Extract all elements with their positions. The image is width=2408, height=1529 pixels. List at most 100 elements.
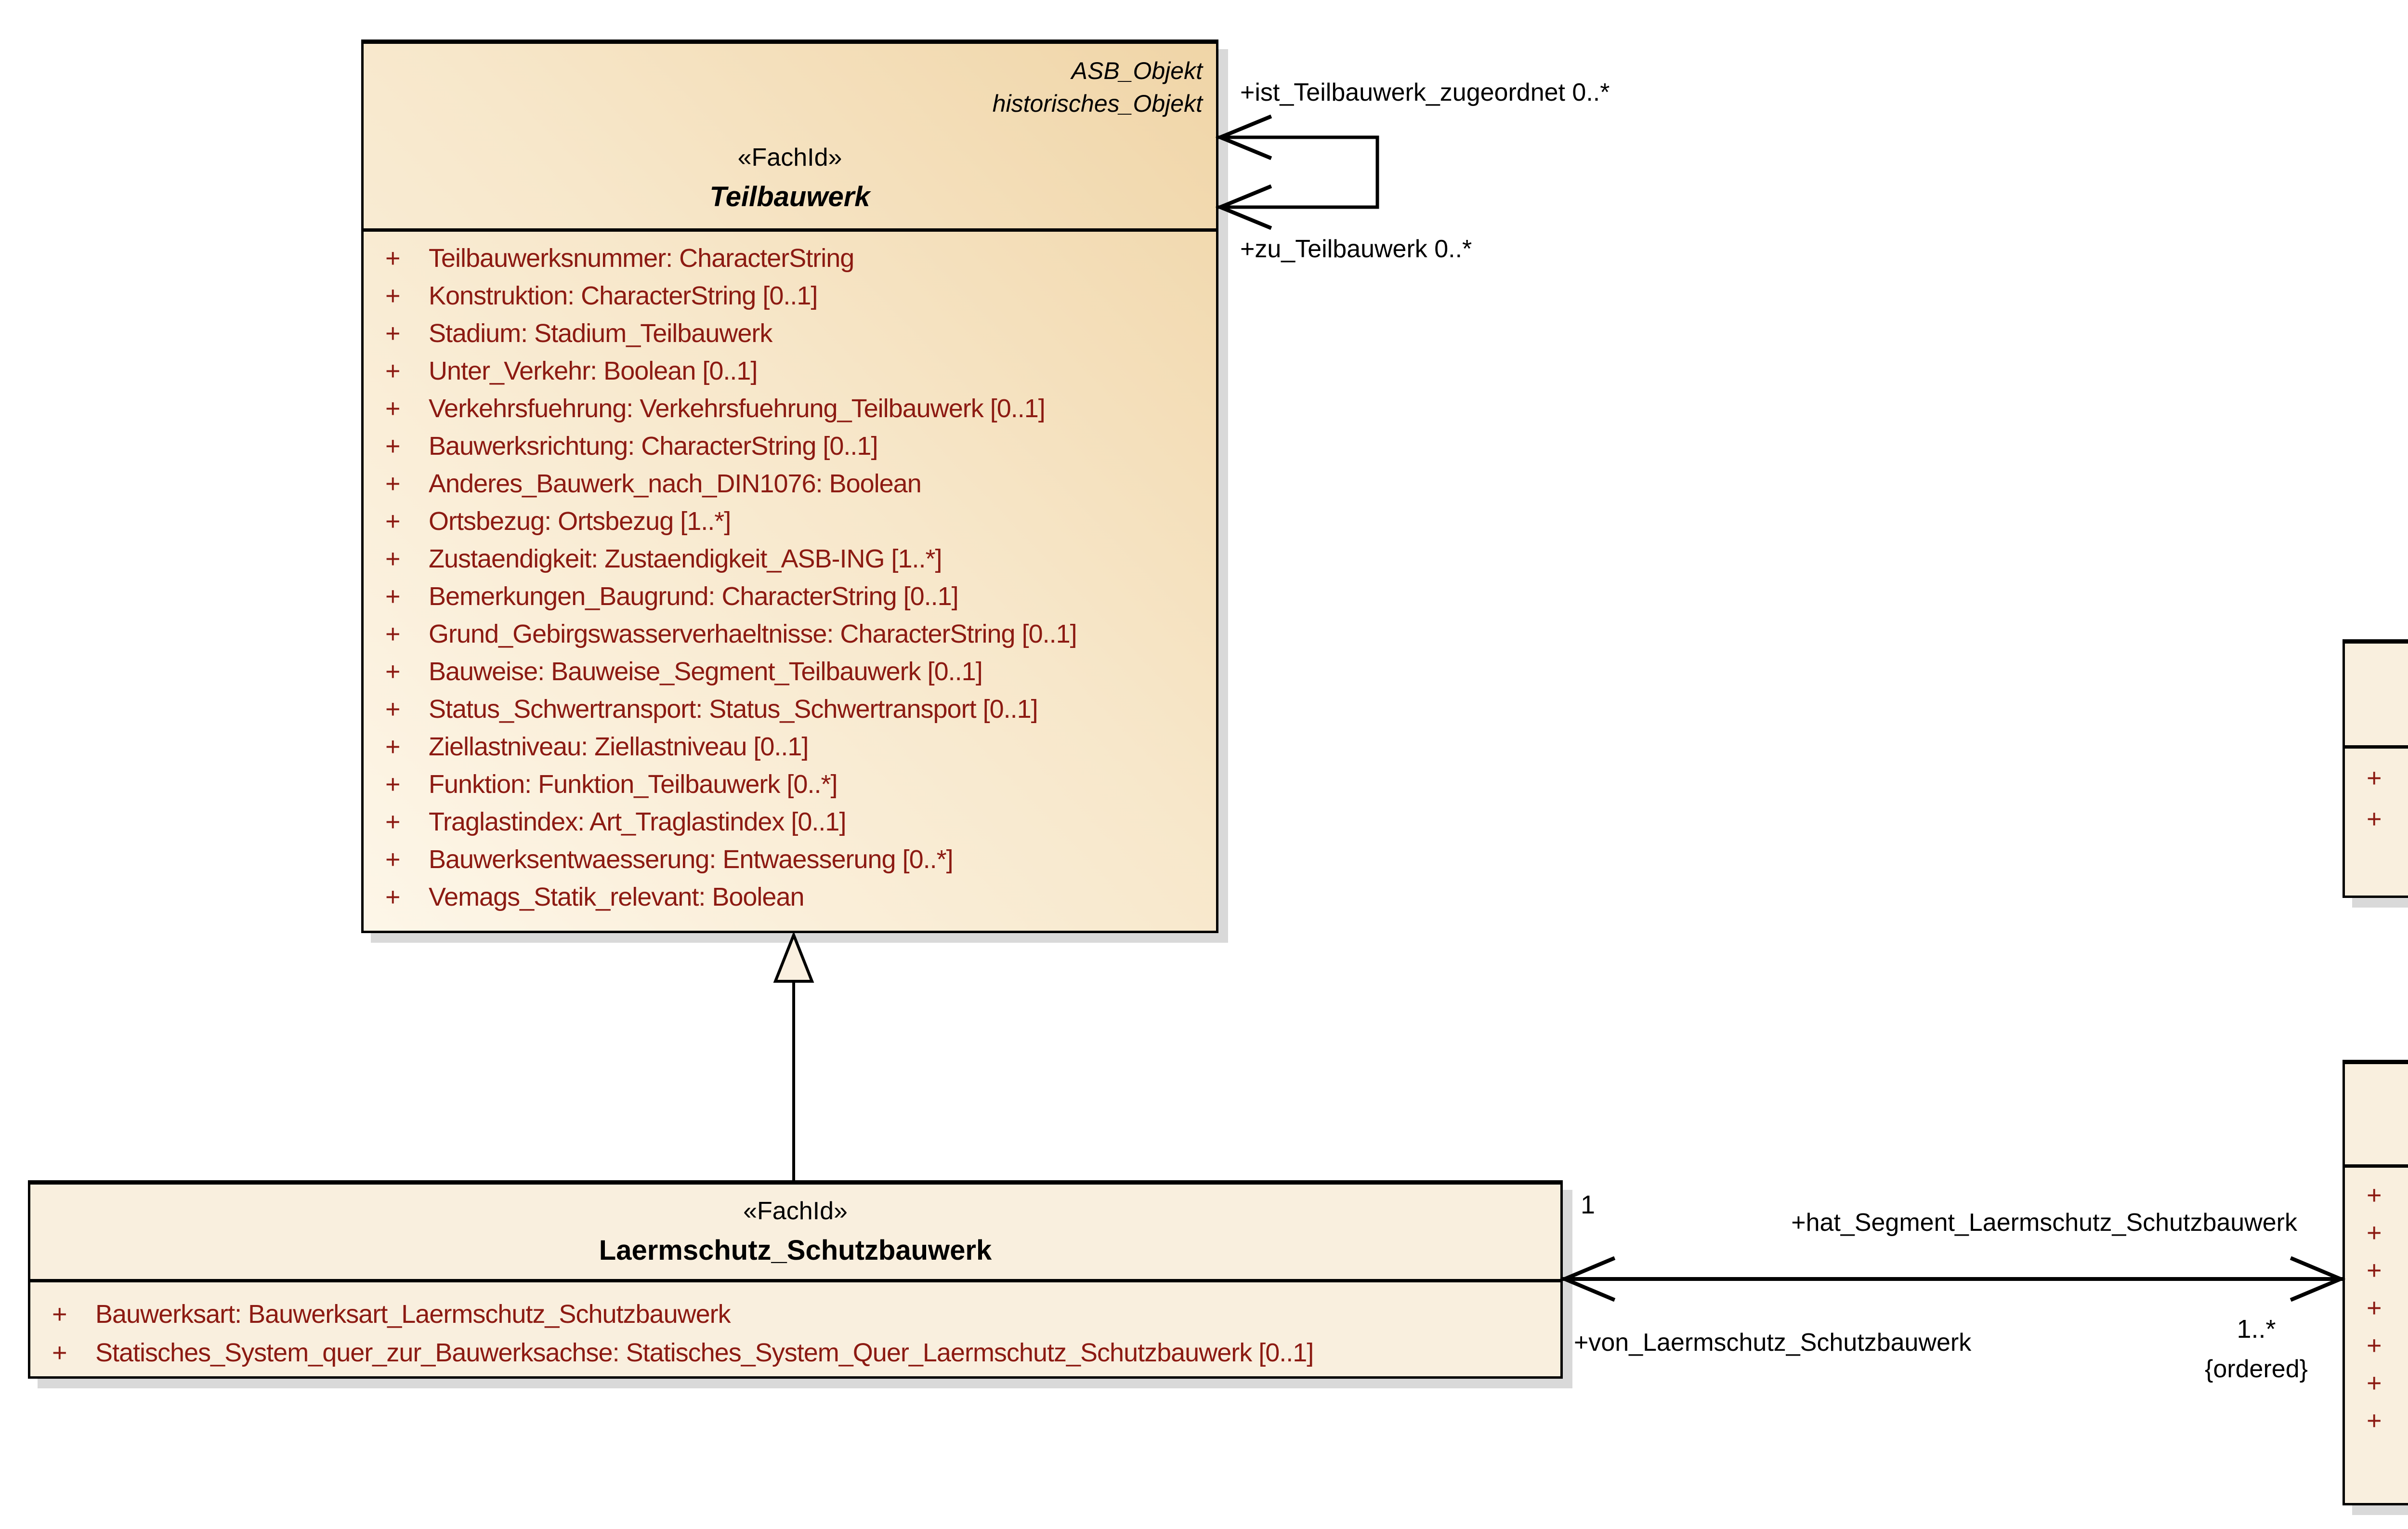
multiplicity-target: 1..* (2237, 1315, 2276, 1344)
attribute-row: + Unter_Verkehr: Boolean [0..1] (385, 352, 1206, 390)
attribute-row: + Bauwerksentwaesserung: Entwaesserung [0… (385, 841, 1206, 878)
attribute-text: Konstruktion: CharacterString [0..1] (429, 281, 818, 310)
class-header-segment-laermschutz: «FeatureType» Segment_Laermschutz_Schutz… (2345, 1064, 2408, 1168)
attribute-row: +Pflanzungen_Verkehrsseite: Pflanzungen_… (2367, 1364, 2408, 1402)
attribute-row: + Bauweise: Bauweise_Segment_Teilbauwerk … (385, 653, 1206, 690)
attribute-text: Verkehrsfuehrung: Verkehrsfuehrung_Teilb… (429, 394, 1046, 423)
attribute-compartment: +Hoehenverlauf: Polygon_ASB-ING [0..1]+B… (2345, 749, 2408, 839)
visibility-public-icon: + (2367, 1256, 2382, 1285)
attribute-row: + Konstruktion: CharacterString [0..1] (385, 277, 1206, 315)
attribute-text: Grund_Gebirgswasserverhaeltnisse: Charac… (429, 620, 1077, 648)
visibility-public-icon: + (2367, 1406, 2382, 1435)
tag-asb-objekt: ASB_Objekt (1071, 57, 1203, 84)
attribute-row: +Vogelschutz: Vogelschutz_Schutzbauwerk … (2367, 1289, 2408, 1327)
visibility-public-icon: + (385, 394, 401, 423)
attribute-row: + Verkehrsfuehrung: Verkehrsfuehrung_Teil… (385, 390, 1206, 427)
attribute-row: + Stadium: Stadium_Teilbauwerk (385, 315, 1206, 352)
open-arrowhead-icon (1215, 184, 1272, 230)
attribute-text: Unter_Verkehr: Boolean [0..1] (429, 356, 758, 385)
class-segment-laermschutz-schutzbauwerk[interactable]: «FeatureType» Segment_Laermschutz_Schutz… (2343, 1060, 2408, 1505)
class-header-laermschutz: «FachId» Laermschutz_Schutzbauwerk (30, 1185, 1560, 1282)
attribute-text: Bauweise: Bauweise_Segment_Teilbauwerk [… (429, 657, 983, 686)
visibility-public-icon: + (385, 356, 401, 385)
visibility-public-icon: + (385, 657, 401, 686)
attribute-row: +Hoehenverlauf: Polygon_ASB-ING [0..1] (2367, 757, 2408, 798)
role-label-ist-teilbauwerk-zugeordnet: +ist_Teilbauwerk_zugeordnet 0..* (1240, 79, 1610, 106)
attribute-row: +Fangvorrichtung: Fangvorrichtung_Schutz… (2367, 1252, 2408, 1289)
attribute-text: Teilbauwerksnummer: CharacterString (429, 244, 854, 273)
attribute-row: + Traglastindex: Art_Traglastindex [0..1] (385, 803, 1206, 841)
self-association-teilbauwerk[interactable] (1215, 114, 1379, 230)
attribute-row: +Vemags_Statik_relevant: Boolean (385, 878, 1206, 916)
visibility-public-icon: + (52, 1300, 67, 1329)
generalization-triangle-icon (773, 931, 814, 983)
tagged-values: ASB_Objekt historisches_Objekt (993, 54, 1203, 120)
visibility-public-icon: + (385, 620, 401, 648)
class-teilbauwerk[interactable]: ASB_Objekt historisches_Objekt «FachId» … (361, 40, 1218, 933)
visibility-public-icon: + (385, 582, 401, 611)
attribute-row: + Bauwerksart: Bauwerksart_Laermschutz_Sc… (52, 1295, 1551, 1333)
attribute-row: + Bemerkungen_Baugrund: CharacterString [… (385, 578, 1206, 615)
class-header-stuetzkonstruktion: «FeatureType» Segment_Laermschutz_Schutz… (2345, 644, 2408, 749)
attribute-text: Funktion: Funktion_Teilbauwerk [0..*] (429, 770, 838, 799)
role-label-zu-teilbauwerk: +zu_Teilbauwerk 0..* (1240, 235, 1472, 263)
stereotype-label: «FachId» (743, 1197, 848, 1225)
attribute-text: Bemerkungen_Baugrund: CharacterString [0… (429, 582, 959, 611)
class-laermschutz-schutzbauwerk[interactable]: «FachId» Laermschutz_Schutzbauwerk + Bauw… (28, 1180, 1563, 1379)
attribute-row: +Untergrund: Untergrund_Schutzbauwerk [0… (2367, 1214, 2408, 1252)
visibility-public-icon: + (385, 432, 401, 461)
attribute-text: Zustaendigkeit: Zustaendigkeit_ASB-ING [… (429, 544, 942, 573)
visibility-public-icon: + (385, 770, 401, 799)
attribute-text: Traglastindex: Art_Traglastindex [0..1] (429, 807, 846, 836)
class-header-teilbauwerk: ASB_Objekt historisches_Objekt «FachId» … (364, 44, 1216, 232)
visibility-public-icon: + (2367, 804, 2382, 833)
visibility-public-icon: + (2367, 1369, 2382, 1397)
association-hat-segment-laermschutz[interactable] (1559, 1256, 2346, 1302)
visibility-public-icon: + (385, 695, 401, 724)
attribute-row: + Zustaendigkeit: Zustaendigkeit_ASB-ING … (385, 540, 1206, 578)
open-arrowhead-icon (1215, 114, 1272, 160)
self-association-line (1217, 135, 1379, 209)
class-segment-laermschutz-stuetzkonstruktion[interactable]: «FeatureType» Segment_Laermschutz_Schutz… (2343, 639, 2408, 898)
attribute-row: + Teilbauwerksnummer: CharacterString (385, 239, 1206, 277)
attribute-row: +Status_Schwertransport: Status_Schwertr… (385, 690, 1206, 728)
attribute-text: Ziellastniveau: Ziellastniveau [0..1] (429, 732, 809, 761)
attribute-compartment: +Standort_des_Pfostens: Standort_des_Pfo… (2345, 1168, 2408, 1439)
attribute-row: + Grund_Gebirgswasserverhaeltnisse: Chara… (385, 615, 1206, 653)
tag-historisches-objekt: historisches_Objekt (992, 90, 1203, 117)
visibility-public-icon: + (2367, 1331, 2382, 1360)
class-name: Laermschutz_Schutzbauwerk (599, 1235, 992, 1266)
visibility-public-icon: + (385, 281, 401, 310)
visibility-public-icon: + (385, 732, 401, 761)
attribute-text: Statisches_System_quer_zur_Bauwerksachse… (95, 1338, 1314, 1367)
role-label-von-laermschutz: +von_Laermschutz_Schutzbauwerk (1574, 1329, 1972, 1357)
generalization-laermschutz-to-teilbauwerk[interactable] (773, 931, 814, 1182)
attribute-text: Bauwerksrichtung: CharacterString [0..1] (429, 432, 878, 461)
attribute-row: + Ziellastniveau: Ziellastniveau [0..1] (385, 728, 1206, 765)
constraint-ordered: {ordered} (2205, 1355, 2308, 1383)
attribute-row: +Pflanzungen_Anliegerseite: Pflanzungen_… (2367, 1402, 2408, 1439)
attribute-text: Vemags_Statik_relevant: Boolean (429, 883, 805, 911)
attribute-text: Bauwerksentwaesserung: Entwaesserung [0.… (429, 845, 954, 874)
visibility-public-icon: + (52, 1338, 67, 1367)
attribute-row: +Akustische_Eigenschaften_Vorsatzschale:… (2367, 1327, 2408, 1364)
visibility-public-icon: + (385, 845, 401, 874)
class-name: Teilbauwerk (709, 181, 870, 212)
attribute-text: Stadium: Stadium_Teilbauwerk (429, 319, 772, 348)
attribute-compartment: + Teilbauwerksnummer: CharacterString + Kon… (364, 232, 1216, 916)
attribute-row: + Bauwerksrichtung: CharacterString [0..1… (385, 427, 1206, 465)
visibility-public-icon: + (385, 507, 401, 536)
attribute-row: +Standort_des_Pfostens: Standort_des_Pfo… (2367, 1176, 2408, 1214)
visibility-public-icon: + (385, 807, 401, 836)
attribute-row: + Ortsbezug: Ortsbezug [1..*] (385, 502, 1206, 540)
association-name-hat-segment: +hat_Segment_Laermschutz_Schutzbauwerk (1791, 1209, 2297, 1237)
attribute-row: + Statisches_System_quer_zur_Bauwerksachs… (52, 1333, 1551, 1372)
attribute-text: Bauwerksart: Bauwerksart_Laermschutz_Sch… (95, 1300, 731, 1329)
open-arrowhead-icon (1559, 1256, 1616, 1302)
visibility-public-icon: + (385, 244, 401, 273)
visibility-public-icon: + (385, 544, 401, 573)
visibility-public-icon: + (385, 319, 401, 348)
attribute-text: Ortsbezug: Ortsbezug [1..*] (429, 507, 731, 536)
visibility-public-icon: + (2367, 1293, 2382, 1322)
